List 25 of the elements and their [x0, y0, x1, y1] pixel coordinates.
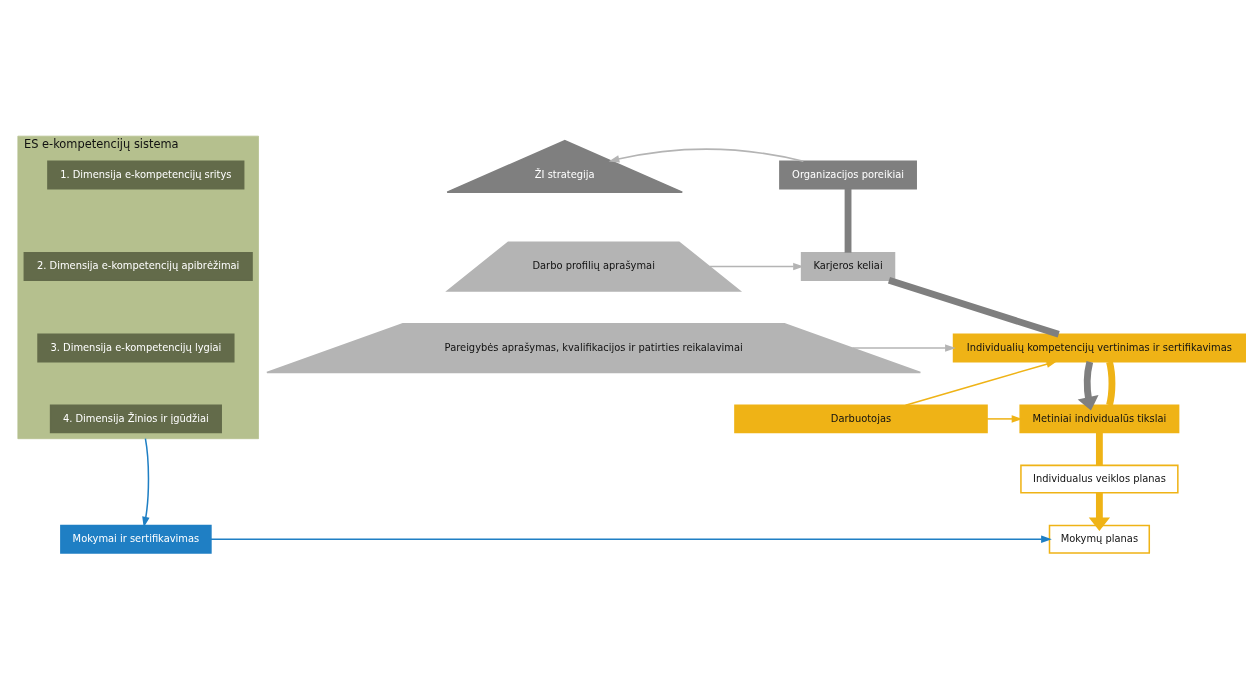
node-box: Karjeros keliai: [800, 251, 896, 281]
connector: [1095, 432, 1103, 465]
node-box: Mokymai ir sertifikavimas: [60, 524, 212, 554]
arrow: [851, 343, 956, 352]
node-box: Darbuotojas: [734, 403, 988, 433]
arrow: [986, 414, 1023, 423]
arrow: [708, 262, 804, 270]
arrow: [210, 535, 1052, 543]
node-box: Individualus veiklos planas: [1020, 464, 1179, 494]
connector: [887, 276, 1060, 338]
node-box: Metiniai individualūs tikslai: [1019, 403, 1180, 433]
connector: [1106, 360, 1116, 406]
node-box: 1. Dimensija e-kompetencijų sritys: [47, 160, 245, 189]
arrow: [142, 437, 150, 527]
connector: [844, 188, 852, 253]
node-box: 2. Dimensija e-kompetencijų apibrėžimai: [23, 251, 253, 281]
arrow: [1077, 360, 1099, 411]
arrow: [1088, 492, 1111, 531]
arrow: [608, 147, 805, 163]
node-box: Mokymų planas: [1048, 524, 1151, 554]
node-box: 3. Dimensija e-kompetencijų lygiai: [37, 333, 235, 363]
arrow: [904, 360, 1058, 406]
node-box: Organizacijos poreikiai: [779, 160, 917, 189]
node-box: Individualių kompetencijų vertinimas ir sertifikavimas: [952, 333, 1246, 363]
node-box: 4. Dimensija Žinios ir įgūdžiai: [49, 403, 222, 433]
